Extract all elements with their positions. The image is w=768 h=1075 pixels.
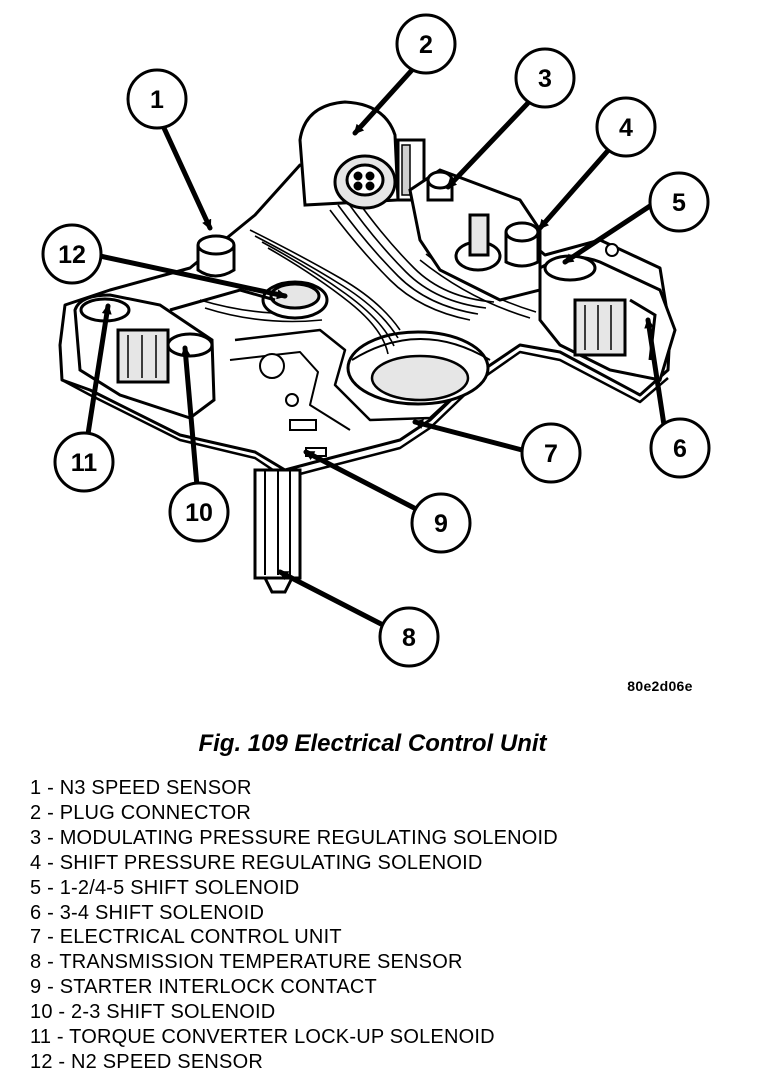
callout-12: 12 <box>41 223 103 285</box>
callout-4: 4 <box>595 96 657 158</box>
leader-9 <box>303 449 421 513</box>
callout-6: 6 <box>649 417 711 479</box>
legend-item: 7 - ELECTRICAL CONTROL UNIT <box>30 926 342 949</box>
callout-2: 2 <box>395 13 457 75</box>
legend-item: 11 - TORQUE CONVERTER LOCK-UP SOLENOID <box>30 1026 495 1049</box>
image-reference-id: 80e2d06e <box>627 678 693 694</box>
leader-4 <box>537 143 615 231</box>
shift-solenoid-block-left <box>73 288 276 420</box>
callout-12-number: 12 <box>58 241 86 269</box>
callout-4-number: 4 <box>619 114 633 142</box>
shift-solenoid-block-right <box>538 254 677 382</box>
leader-6 <box>644 317 667 428</box>
callout-5: 5 <box>648 171 710 233</box>
leader-5 <box>562 203 653 265</box>
callout-7: 7 <box>520 422 582 484</box>
leader-12 <box>97 253 288 300</box>
leader-3 <box>445 100 531 190</box>
callout-1-number: 1 <box>150 86 164 114</box>
leader-lines <box>85 67 667 628</box>
callout-3: 3 <box>514 47 576 109</box>
callout-11-number: 11 <box>71 449 98 477</box>
callout-11: 11 <box>53 431 115 493</box>
legend-item: 4 - SHIFT PRESSURE REGULATING SOLENOID <box>30 851 483 874</box>
legend-item: 5 - 1-2/4-5 SHIFT SOLENOID <box>30 876 300 899</box>
callout-3-number: 3 <box>538 65 552 93</box>
ecu-illustration: 1 2 3 4 5 6 7 8 9 10 11 12 <box>41 13 711 668</box>
n3-speed-sensor <box>196 234 236 278</box>
callout-10: 10 <box>168 481 230 543</box>
callouts: 1 2 3 4 5 6 7 8 9 10 11 12 <box>41 13 711 668</box>
legend-item: 2 - PLUG CONNECTOR <box>30 801 252 824</box>
leader-7 <box>412 419 525 453</box>
callout-10-number: 10 <box>185 499 213 527</box>
wiring-traces <box>199 195 537 355</box>
center-bore <box>346 330 491 406</box>
legend-item: 9 - STARTER INTERLOCK CONTACT <box>30 976 377 999</box>
callout-8-number: 8 <box>402 624 416 652</box>
pressure-regulating-solenoids <box>408 168 542 302</box>
temperature-sensor-leads <box>253 468 302 594</box>
legend-item: 6 - 3-4 SHIFT SOLENOID <box>30 901 265 924</box>
legend-item: 1 - N3 SPEED SENSOR <box>30 777 252 799</box>
callout-8: 8 <box>378 606 440 668</box>
figure-caption: Fig. 109 Electrical Control Unit <box>198 730 547 757</box>
leader-8 <box>277 569 386 628</box>
plug-connector <box>298 100 426 210</box>
callout-1: 1 <box>126 68 188 130</box>
callout-5-number: 5 <box>672 189 686 217</box>
callout-9: 9 <box>410 492 472 554</box>
legend-item: 3 - MODULATING PRESSURE REGULATING SOLEN… <box>30 826 558 849</box>
leader-10 <box>180 345 200 489</box>
callout-9-number: 9 <box>434 510 448 538</box>
callout-2-number: 2 <box>419 31 433 59</box>
leader-11 <box>85 303 112 437</box>
legend-item: 8 - TRANSMISSION TEMPERATURE SENSOR <box>30 951 463 974</box>
callout-6-number: 6 <box>673 435 687 463</box>
legend-item: 12 - N2 SPEED SENSOR <box>30 1050 263 1073</box>
leader-1 <box>161 125 213 231</box>
callout-7-number: 7 <box>544 440 558 468</box>
leader-2 <box>352 67 415 136</box>
legend-item: 10 - 2-3 SHIFT SOLENOID <box>30 1001 276 1024</box>
legend-list: 1 - N3 SPEED SENSOR 2 - PLUG CONNECTOR 3… <box>30 776 558 1075</box>
